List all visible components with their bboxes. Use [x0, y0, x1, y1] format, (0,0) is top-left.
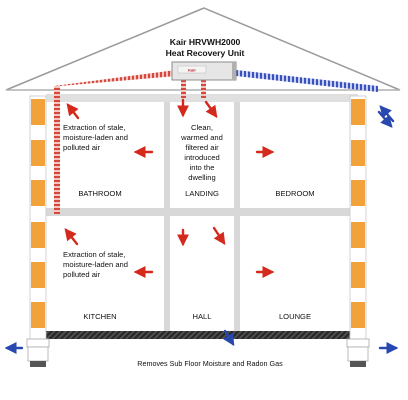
arrow-subfloor-center: [222, 329, 235, 347]
unit-brand-label: Kair: [188, 68, 196, 73]
svg-text:Extraction of stale,: Extraction of stale,: [63, 123, 125, 132]
heat-recovery-unit: Kair: [171, 61, 237, 81]
svg-text:introduced: introduced: [184, 153, 219, 162]
room-label-lounge: LOUNGE: [279, 312, 311, 321]
room-label-landing: LANDING: [185, 189, 219, 198]
room-label-bedroom: BEDROOM: [275, 189, 314, 198]
svg-text:into the: into the: [190, 163, 215, 172]
partition-upper-left: [164, 102, 170, 208]
svg-text:polluted air: polluted air: [63, 143, 101, 152]
left-wall: [26, 95, 50, 367]
extract-duct-riser: [54, 86, 60, 214]
room-label-bathroom: BATHROOM: [78, 189, 121, 198]
supply-note: Clean, warmed and filtered air introduce…: [180, 123, 223, 182]
room-label-hall: HALL: [193, 312, 212, 321]
room-label-kitchen: KITCHEN: [83, 312, 116, 321]
partition-lower-left: [164, 216, 170, 331]
supply-duct-left: [181, 80, 186, 98]
svg-text:moisture-laden and: moisture-laden and: [63, 133, 128, 142]
supply-duct-right: [201, 80, 206, 98]
svg-text:filtered air: filtered air: [185, 143, 219, 152]
arrow-extract-lower: [64, 228, 79, 246]
extraction-note-lower: Extraction of stale, moisture-laden and …: [63, 250, 128, 279]
arrow-extract-upper: [66, 103, 80, 120]
svg-text:warmed and: warmed and: [180, 133, 223, 142]
svg-text:Clean,: Clean,: [191, 123, 213, 132]
subfloor-caption: Removes Sub Floor Moisture and Radon Gas: [137, 359, 283, 368]
title-line-2: Heat Recovery Unit: [166, 48, 245, 58]
right-wall: [346, 95, 370, 367]
arrow-supply-down-right: [204, 100, 218, 118]
extract-duct-roof: [54, 70, 176, 86]
svg-text:Extraction of stale,: Extraction of stale,: [63, 250, 125, 259]
title-line-1: Kair HRVWH2000: [170, 37, 241, 47]
svg-text:dwelling: dwelling: [188, 173, 215, 182]
svg-text:moisture-laden and: moisture-laden and: [63, 260, 128, 269]
fresh-air-duct-roof: [236, 70, 378, 92]
extraction-note-upper: Extraction of stale, moisture-laden and …: [63, 123, 128, 152]
arrow-exhaust-out: [377, 110, 393, 128]
arrow-fresh-in: [379, 105, 395, 123]
first-floor-slab: [46, 208, 358, 216]
arrow-hall-diagonal: [212, 226, 226, 245]
ground-floor-slab: [46, 331, 358, 339]
partition-lower-right: [234, 216, 240, 331]
partition-upper-right: [234, 102, 240, 208]
svg-text:polluted air: polluted air: [63, 270, 101, 279]
